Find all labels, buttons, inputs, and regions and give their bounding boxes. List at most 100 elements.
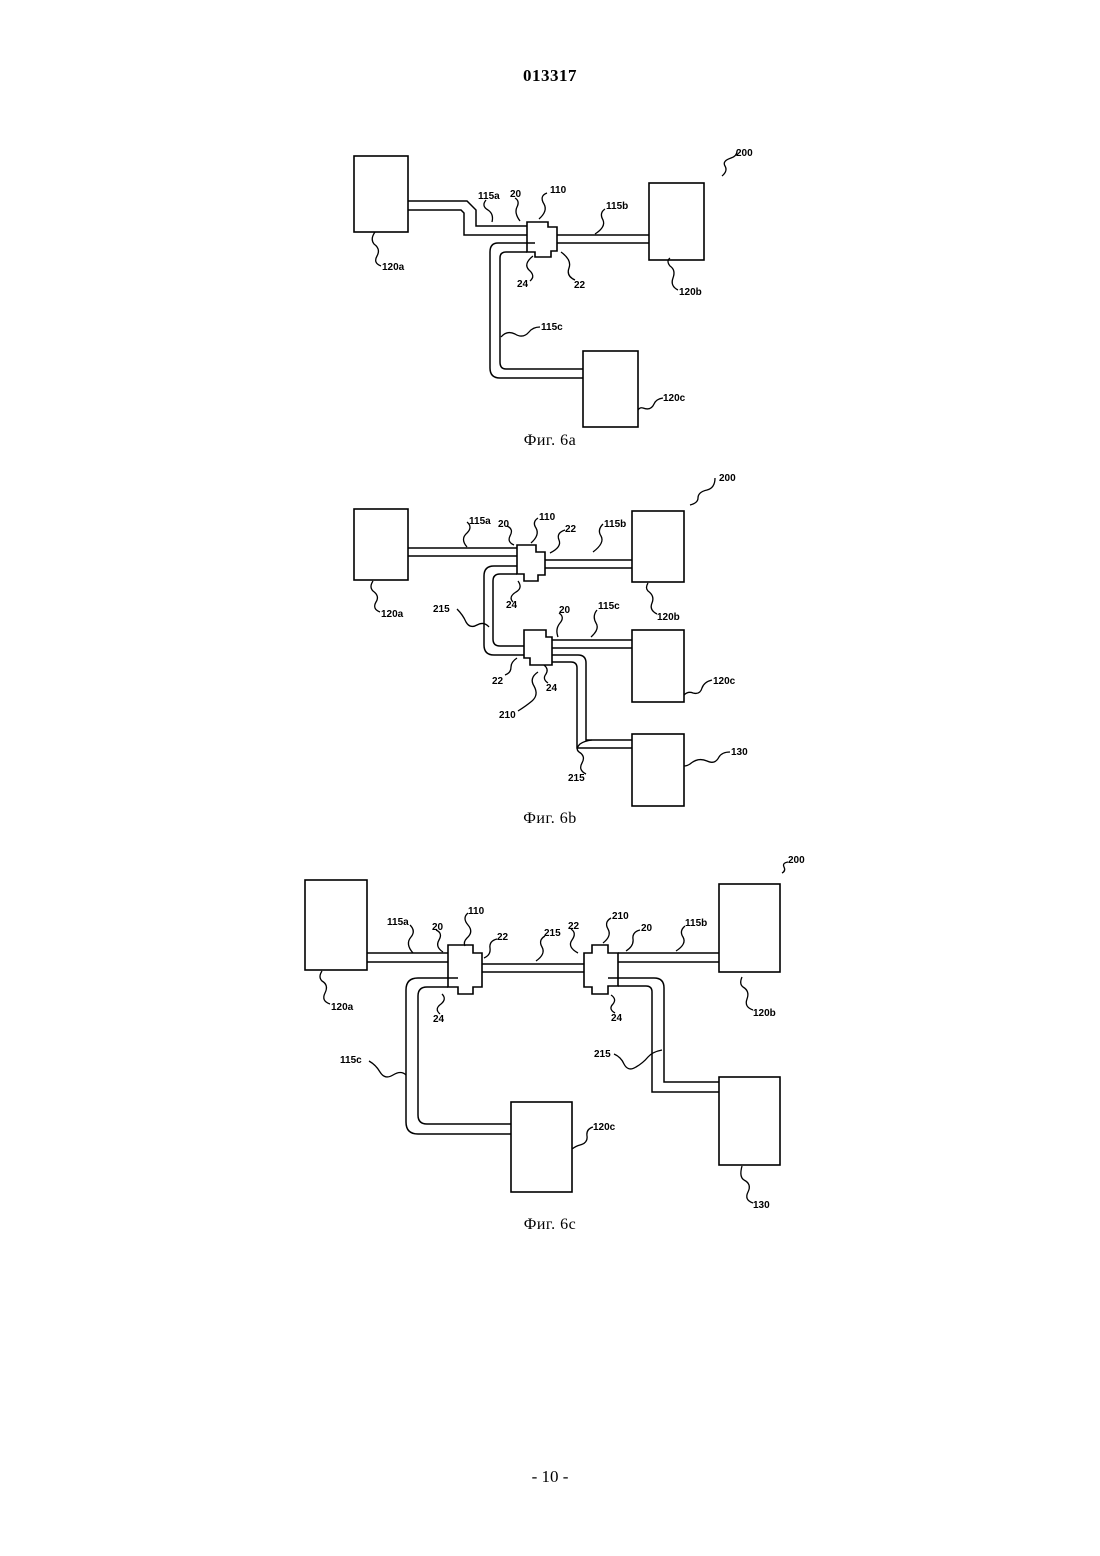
label-110: 110 xyxy=(550,185,567,196)
leader-22 xyxy=(550,530,565,553)
link-215-second xyxy=(552,655,632,740)
leader-120a xyxy=(320,971,330,1004)
leader-120c xyxy=(638,398,663,410)
leader-120b xyxy=(741,977,753,1010)
label-22: 22 xyxy=(565,524,577,535)
label-215-second: 215 xyxy=(568,773,585,784)
leader-115a xyxy=(484,200,493,222)
cable-115c-inner xyxy=(418,987,511,1124)
leader-24 xyxy=(511,581,520,602)
leader-20-second xyxy=(626,930,640,951)
label-24-second: 24 xyxy=(546,683,558,694)
cable-115a-inner xyxy=(408,210,527,235)
leader-24 xyxy=(437,994,444,1014)
label-130: 130 xyxy=(753,1200,770,1211)
label-22: 22 xyxy=(497,932,509,943)
hub-210 xyxy=(524,630,552,665)
label-200: 200 xyxy=(736,148,753,159)
leader-24 xyxy=(527,256,533,281)
device-120b xyxy=(719,884,780,972)
hub-110 xyxy=(448,945,482,994)
leader-115b xyxy=(593,524,603,552)
leader-120b xyxy=(647,583,658,614)
link-215-second xyxy=(608,978,719,1082)
link-215-second-inner xyxy=(618,986,719,1092)
leader-200 xyxy=(690,478,715,505)
label-115c: 115c xyxy=(340,1055,362,1066)
device-120c xyxy=(511,1102,572,1192)
label-215: 215 xyxy=(544,928,561,939)
label-115c: 115c xyxy=(541,322,563,333)
label-20: 20 xyxy=(498,519,510,530)
label-210: 210 xyxy=(499,710,516,721)
cable-115c xyxy=(406,978,511,1134)
figure-6a-caption: Фиг. 6a xyxy=(0,432,1100,450)
label-210: 210 xyxy=(612,911,629,922)
leader-115b xyxy=(595,209,605,234)
label-200: 200 xyxy=(719,473,736,484)
label-120c: 120c xyxy=(593,1122,616,1133)
leader-215-second xyxy=(614,1050,662,1069)
label-115c: 115c xyxy=(598,601,620,612)
label-22-second: 22 xyxy=(492,676,504,687)
label-115a: 115a xyxy=(387,917,409,928)
leader-210 xyxy=(518,672,538,711)
label-120b: 120b xyxy=(657,612,680,623)
label-200: 200 xyxy=(788,855,805,866)
leader-22 xyxy=(561,252,575,280)
device-120b xyxy=(632,511,684,582)
leader-215 xyxy=(536,936,545,961)
device-120a xyxy=(305,880,367,970)
page-number: - 10 - xyxy=(0,1467,1100,1487)
leader-20 xyxy=(515,198,520,221)
leader-24-second xyxy=(611,995,615,1013)
document-number: 013317 xyxy=(0,66,1100,86)
label-20-second: 20 xyxy=(641,923,653,934)
label-215: 215 xyxy=(433,604,450,615)
leader-22-second xyxy=(505,658,517,675)
figure-6b-diagram: 200 115a 20 110 22 115b 24 120a 120b 215… xyxy=(0,466,1100,811)
leader-24-second xyxy=(544,665,548,683)
figure-6a-diagram: 200 115a 20 110 115b 22 24 120a 120b 115… xyxy=(0,140,1100,435)
label-115a: 115a xyxy=(469,516,491,527)
leader-130 xyxy=(741,1166,753,1203)
label-20: 20 xyxy=(510,189,522,200)
figure-6c-caption: Фиг. 6c xyxy=(0,1216,1100,1234)
leader-130 xyxy=(684,752,730,766)
link-215-second-inner xyxy=(552,662,632,748)
leader-110 xyxy=(531,518,538,543)
label-24: 24 xyxy=(517,279,529,290)
leader-110 xyxy=(539,193,547,219)
label-24-second: 24 xyxy=(611,1013,623,1024)
label-22: 22 xyxy=(574,280,586,291)
device-120a xyxy=(354,156,408,232)
leader-120a xyxy=(371,581,380,612)
leader-22-second xyxy=(570,929,578,953)
leader-20 xyxy=(436,930,443,952)
leader-200 xyxy=(722,151,737,176)
leader-215-second xyxy=(577,740,592,774)
leader-120a xyxy=(372,232,381,266)
label-120b: 120b xyxy=(679,287,702,298)
hub-110 xyxy=(527,222,557,257)
leader-115c xyxy=(369,1061,406,1077)
label-110: 110 xyxy=(468,906,485,917)
label-120a: 120a xyxy=(381,609,404,620)
leader-120b xyxy=(668,258,678,290)
device-130 xyxy=(719,1077,780,1165)
label-120a: 120a xyxy=(382,262,405,273)
label-130: 130 xyxy=(731,747,748,758)
leader-115c xyxy=(591,610,597,637)
label-22-second: 22 xyxy=(568,921,580,932)
hub-210 xyxy=(584,945,618,994)
label-115a: 115a xyxy=(478,191,500,202)
device-120b xyxy=(649,183,704,260)
cable-115c-inner xyxy=(500,252,583,369)
label-24: 24 xyxy=(433,1014,445,1025)
leader-115b xyxy=(676,926,685,951)
cable-115a xyxy=(408,201,527,226)
leader-115a xyxy=(408,925,413,953)
label-115b: 115b xyxy=(685,918,707,929)
label-120b: 120b xyxy=(753,1008,776,1019)
